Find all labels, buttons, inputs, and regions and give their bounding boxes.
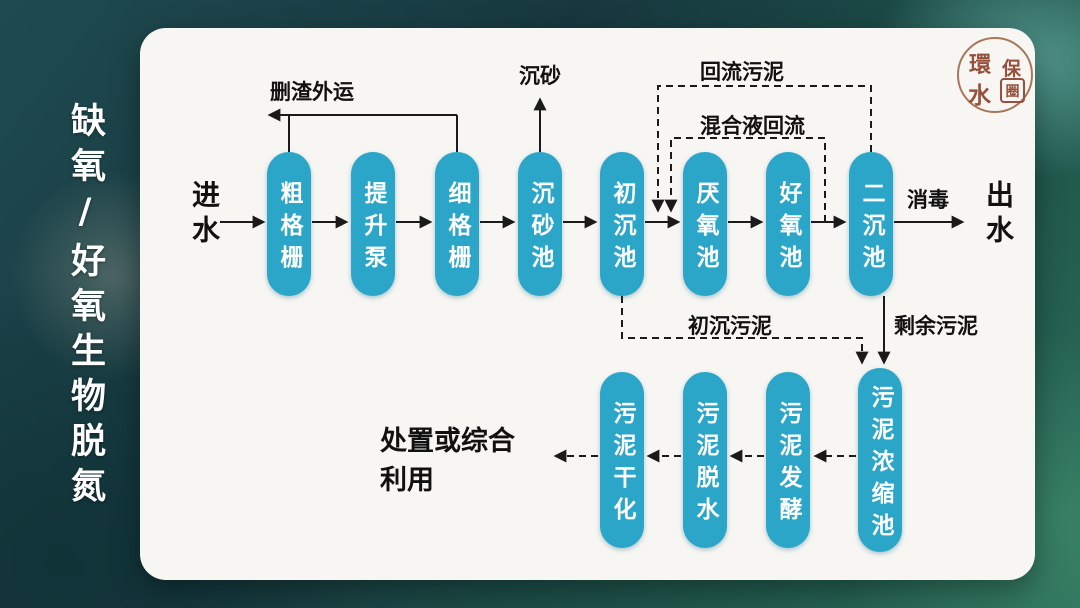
disinfection-label: 消毒: [907, 188, 949, 212]
node-anaerobic-tank: 厌氧池: [683, 152, 727, 296]
node-fine-screen: 细格栅: [435, 152, 479, 296]
excess-sludge-label: 剩余污泥: [894, 314, 978, 338]
screenings-out-label: 删渣外运: [270, 80, 354, 104]
flow-connectors: [220, 85, 965, 463]
disposal-line-2: 利用: [380, 465, 434, 496]
node-sludge-thickener: 污泥浓缩池: [858, 368, 902, 552]
seal-char-huan: 環: [969, 52, 992, 78]
node-label: 污泥干化: [609, 400, 635, 529]
node-label: 污泥发酵: [775, 400, 801, 529]
vertical-title: 缺氧/好氧生物脱氮: [65, 102, 105, 512]
node-label: 细格栅: [444, 180, 470, 277]
node-label: 污泥脱水: [692, 400, 718, 529]
disposal-line-1: 处置或综合: [380, 426, 515, 457]
brand-seal-logo: 環 保 水 圈: [957, 37, 1033, 113]
node-label: 粗格栅: [276, 180, 302, 277]
node-label: 沉砂池: [527, 180, 553, 277]
node-grit-chamber: 沉砂池: [518, 152, 562, 296]
seal-char-shui: 水: [968, 82, 991, 109]
node-label: 二沉池: [858, 180, 884, 277]
node-secondary-clarifier: 二沉池: [849, 152, 893, 296]
node-primary-clarifier: 初沉池: [600, 152, 644, 296]
node-aerobic-tank: 好氧池: [766, 152, 810, 296]
diagram-panel: 进水 出水 消毒 删渣外运 沉砂 回流污泥 混合液回流 初沉污泥 剩余污泥 粗格…: [140, 28, 1035, 580]
node-label: 厌氧池: [692, 180, 718, 277]
influent-label: 进水: [188, 180, 221, 250]
disposal-label: 处置或综合 利用: [380, 422, 515, 500]
node-label: 污泥浓缩池: [867, 384, 893, 545]
node-label: 初沉池: [609, 180, 635, 277]
node-sludge-dewatering: 污泥脱水: [683, 372, 727, 548]
node-label: 好氧池: [775, 180, 801, 277]
primary-sludge-label: 初沉污泥: [688, 314, 772, 338]
effluent-label: 出水: [982, 180, 1015, 250]
grit-label: 沉砂: [519, 64, 561, 88]
node-coarse-screen: 粗格栅: [267, 152, 311, 296]
node-lift-pump: 提升泵: [351, 152, 395, 296]
seal-char-quan: 圈: [1000, 78, 1025, 103]
seal-char-bao: 保: [1002, 58, 1022, 80]
node-sludge-fermentation: 污泥发酵: [766, 372, 810, 548]
node-label: 提升泵: [360, 180, 386, 277]
mixed-liquor-return-label: 混合液回流: [700, 114, 805, 138]
node-sludge-drying: 污泥干化: [600, 372, 644, 548]
return-sludge-label: 回流污泥: [700, 60, 784, 84]
